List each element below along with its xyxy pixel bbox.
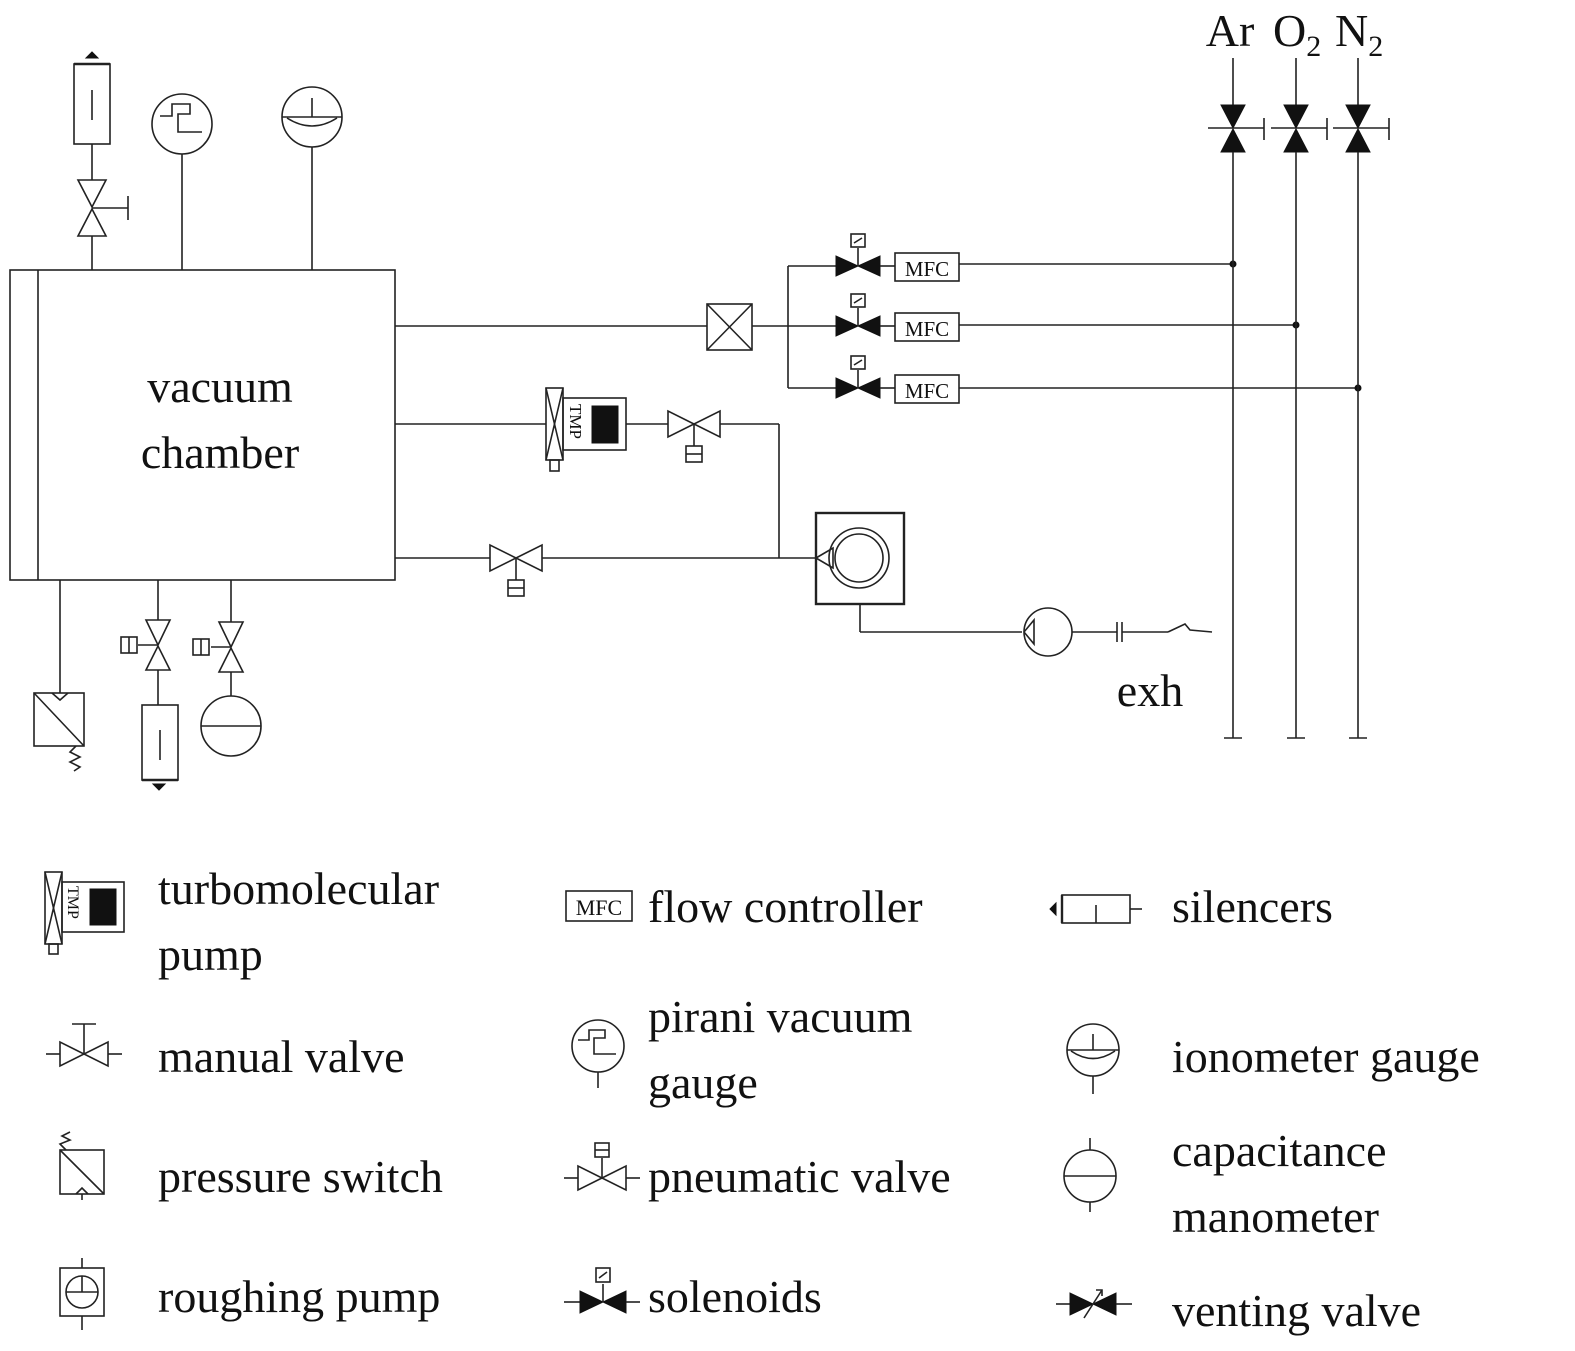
legend-manual-valve-icon bbox=[46, 1023, 122, 1068]
legend-pressure-switch-icon bbox=[58, 1131, 105, 1200]
bottom-pneumatic-valve-capacitance bbox=[192, 580, 262, 757]
legend-tmp-label: TMP bbox=[64, 886, 81, 919]
legend-mfc-label: MFC bbox=[576, 895, 622, 920]
legend-flow-controller-label: flow controller bbox=[648, 881, 923, 932]
chamber-label-line2: chamber bbox=[141, 427, 299, 478]
mfc-label-n2: MFC bbox=[905, 379, 949, 403]
vacuum-chamber: vacuum chamber bbox=[9, 269, 396, 581]
roughing-pump bbox=[814, 511, 1022, 633]
gas-supply-n2: N2 bbox=[1333, 5, 1390, 739]
mfc-label-o2: MFC bbox=[905, 317, 949, 341]
solenoid-mfc-row-ar: MFC bbox=[788, 233, 1237, 282]
solenoid-mfc-row-n2: MFC bbox=[788, 355, 1362, 404]
legend-venting-valve-icon bbox=[1056, 1289, 1132, 1319]
legend-turbomolecular-pump-icon: TMP bbox=[44, 871, 125, 955]
legend-silencer-icon bbox=[1049, 894, 1142, 924]
legend-pirani-line2: gauge bbox=[648, 1057, 758, 1108]
legend-roughing-pump-label: roughing pump bbox=[158, 1271, 440, 1322]
legend-pirani-gauge-icon bbox=[571, 1019, 625, 1088]
roughing-line bbox=[395, 543, 816, 597]
legend-turbomolecular-line1: turbomolecular bbox=[158, 863, 439, 914]
gas-supply-ar: Ar bbox=[1206, 5, 1265, 739]
turbomolecular-pump-line: TMP bbox=[395, 387, 780, 558]
legend-pirani-line1: pirani vacuum bbox=[648, 991, 913, 1042]
exhaust-line: exh bbox=[1023, 607, 1213, 716]
pirani-gauge bbox=[151, 93, 213, 270]
top-manual-valve bbox=[76, 179, 129, 270]
legend-roughing-pump-icon bbox=[59, 1258, 105, 1330]
legend-capacitance-line1: capacitance bbox=[1172, 1125, 1386, 1176]
legend-flow-controller-icon: MFC bbox=[565, 890, 633, 922]
gas-supply-o2: O2 bbox=[1271, 5, 1328, 739]
legend-solenoid-icon bbox=[564, 1267, 640, 1314]
gas-label-ar: Ar bbox=[1206, 5, 1255, 56]
legend-ionometer-gauge-icon bbox=[1066, 1023, 1120, 1094]
exhaust-label: exh bbox=[1117, 665, 1183, 716]
legend-pneumatic-valve-label: pneumatic valve bbox=[648, 1151, 951, 1202]
solenoid-mfc-row-o2: MFC bbox=[788, 293, 1300, 342]
legend-turbomolecular-line2: pump bbox=[158, 929, 263, 980]
legend-ionometer-label: ionometer gauge bbox=[1172, 1031, 1480, 1082]
bottom-pneumatic-valve-silencer bbox=[120, 580, 179, 791]
top-silencer bbox=[73, 51, 111, 180]
chamber-label-line1: vacuum bbox=[147, 361, 293, 412]
legend-solenoids-label: solenoids bbox=[648, 1271, 822, 1322]
tmp-label: TMP bbox=[566, 404, 585, 439]
pressure-switch bbox=[33, 580, 85, 772]
legend: TMP turbomolecular pump MFC flow control… bbox=[44, 863, 1480, 1336]
legend-capacitance-line2: manometer bbox=[1172, 1191, 1379, 1242]
gas-label-n2: N2 bbox=[1335, 5, 1383, 63]
legend-silencers-label: silencers bbox=[1172, 881, 1333, 932]
mfc-label-ar: MFC bbox=[905, 257, 949, 281]
legend-pressure-switch-label: pressure switch bbox=[158, 1151, 443, 1202]
legend-manual-valve-label: manual valve bbox=[158, 1031, 405, 1082]
gas-label-o2: O2 bbox=[1273, 5, 1321, 63]
gas-feed-line bbox=[395, 266, 789, 388]
legend-pneumatic-valve-icon bbox=[564, 1142, 640, 1192]
ionometer-gauge bbox=[281, 86, 343, 270]
legend-venting-valve-label: venting valve bbox=[1172, 1285, 1421, 1336]
legend-capacitance-manometer-icon bbox=[1063, 1138, 1117, 1212]
